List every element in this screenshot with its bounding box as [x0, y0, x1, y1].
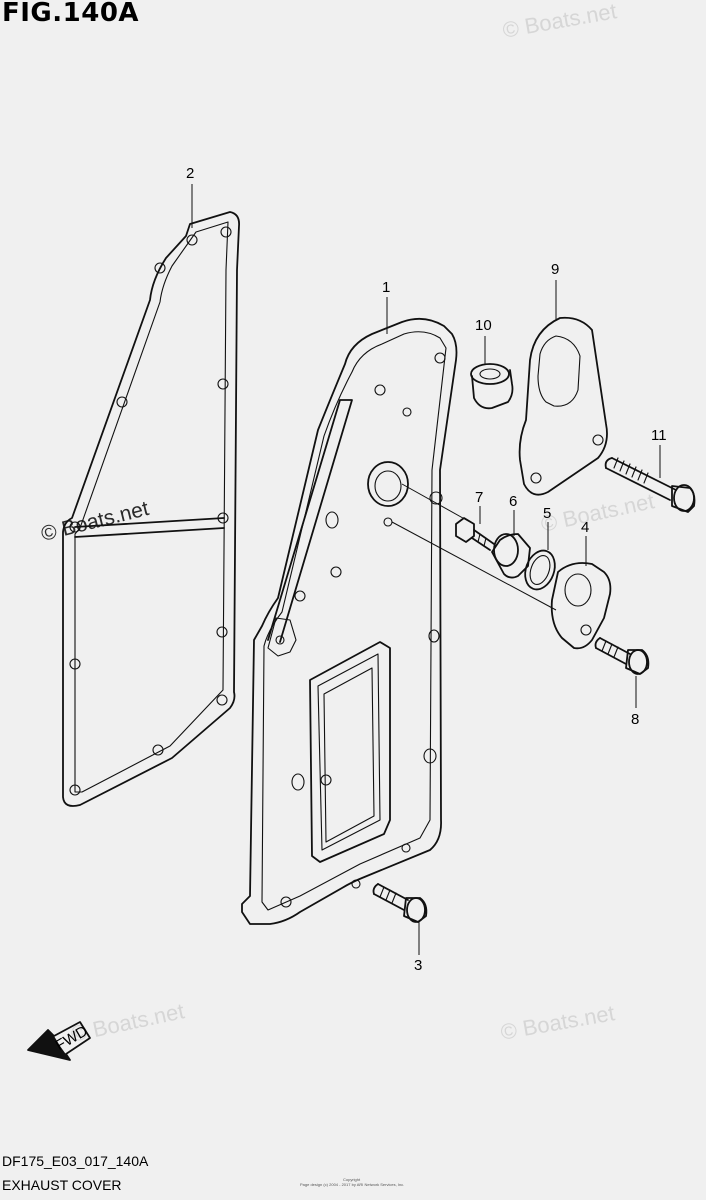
callout-8: 8 — [631, 711, 639, 728]
part-3-bolt[interactable] — [372, 883, 428, 923]
callout-4: 4 — [581, 519, 589, 536]
callout-9: 9 — [551, 261, 559, 278]
copyright-line-1: Copyright — [343, 1177, 361, 1182]
figure-name: EXHAUST COVER — [2, 1177, 122, 1193]
callout-2: 2 — [186, 165, 194, 182]
callout-numbers: 2 1 10 9 11 7 6 5 4 8 3 — [186, 165, 667, 974]
figure-code: DF175_E03_017_140A — [2, 1153, 149, 1169]
callout-3: 3 — [414, 957, 422, 974]
part-6-collar[interactable] — [491, 533, 531, 579]
callout-10: 10 — [475, 317, 492, 334]
part-9-cover-plate[interactable] — [518, 316, 608, 496]
copyright-line-2: Page design (c) 2004 - 2017 by ARI Netwo… — [300, 1182, 405, 1187]
figure-title: FIG.140A — [2, 0, 140, 28]
part-5-o-ring[interactable] — [520, 546, 560, 593]
callout-6: 6 — [509, 493, 517, 510]
callout-1: 1 — [382, 279, 390, 296]
callout-11: 11 — [651, 427, 667, 444]
part-11-bolt[interactable] — [604, 457, 696, 513]
part-7-bolt[interactable] — [455, 517, 495, 551]
part-2-gasket[interactable] — [62, 211, 240, 807]
part-10-collar[interactable] — [470, 363, 514, 410]
part-4-cover[interactable] — [550, 562, 612, 650]
part-1-exhaust-cover[interactable] — [241, 317, 458, 925]
part-8-bolt[interactable] — [594, 637, 650, 675]
callout-5: 5 — [543, 505, 551, 522]
fwd-arrow-icon: FWD — [27, 1021, 91, 1061]
callout-7: 7 — [475, 489, 483, 506]
